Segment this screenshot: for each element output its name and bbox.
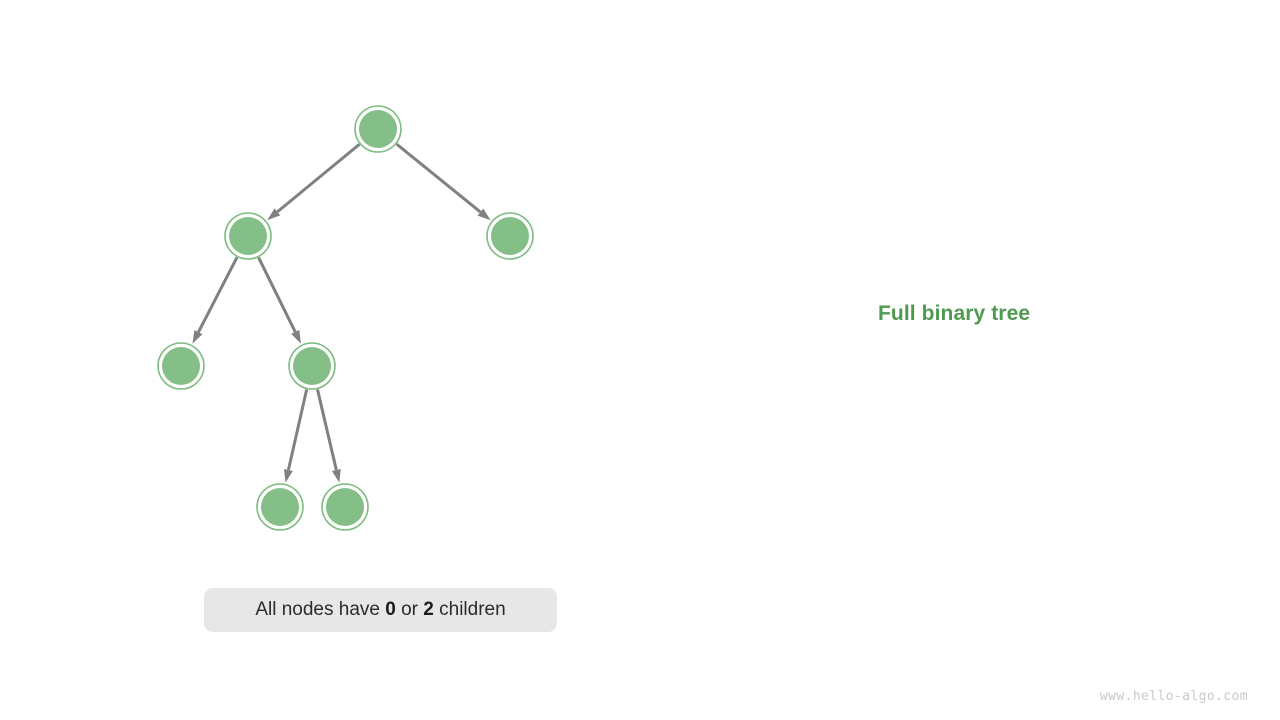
tree-node-fill [326, 488, 364, 526]
page-title: Full binary tree [878, 302, 1031, 325]
caption-prefix: All nodes have [255, 599, 386, 620]
tree-node[interactable] [256, 483, 304, 531]
caption-suffix: children [433, 599, 506, 620]
tree-edge [395, 142, 482, 214]
caption-badge: All nodes have 0 or 2 children [204, 588, 557, 632]
caption-middle: or [395, 599, 424, 620]
tree-edge [286, 389, 309, 471]
tree-edge-arrowhead [291, 329, 301, 344]
tree-node[interactable] [354, 105, 402, 153]
tree-node-fill [261, 488, 299, 526]
tree-node-fill [293, 347, 331, 385]
tree-edges-layer [192, 142, 491, 483]
caption-value-b: 2 [423, 599, 434, 620]
tree-node-fill [162, 347, 200, 385]
tree-edge [316, 389, 338, 471]
tree-nodes-layer [157, 105, 534, 531]
tree-node[interactable] [321, 483, 369, 531]
tree-edge [257, 256, 297, 333]
tree-edge-arrowhead [267, 208, 281, 221]
tree-edge [197, 256, 239, 333]
caption-text: All nodes have 0 or 2 children [255, 599, 505, 621]
tree-edge [276, 143, 361, 214]
tree-node-fill [359, 110, 397, 148]
tree-node[interactable] [157, 342, 205, 390]
tree-edge-arrowhead [331, 468, 341, 483]
tree-edge-arrowhead [284, 468, 293, 483]
tree-edge-arrowhead [477, 208, 491, 221]
tree-edge-arrowhead [192, 330, 203, 344]
tree-node[interactable] [486, 212, 534, 260]
tree-node[interactable] [288, 342, 336, 390]
watermark: www.hello-algo.com [1099, 689, 1248, 704]
tree-node-fill [491, 217, 529, 255]
caption-value-a: 0 [385, 599, 396, 620]
tree-node[interactable] [224, 212, 272, 260]
tree-node-fill [229, 217, 267, 255]
